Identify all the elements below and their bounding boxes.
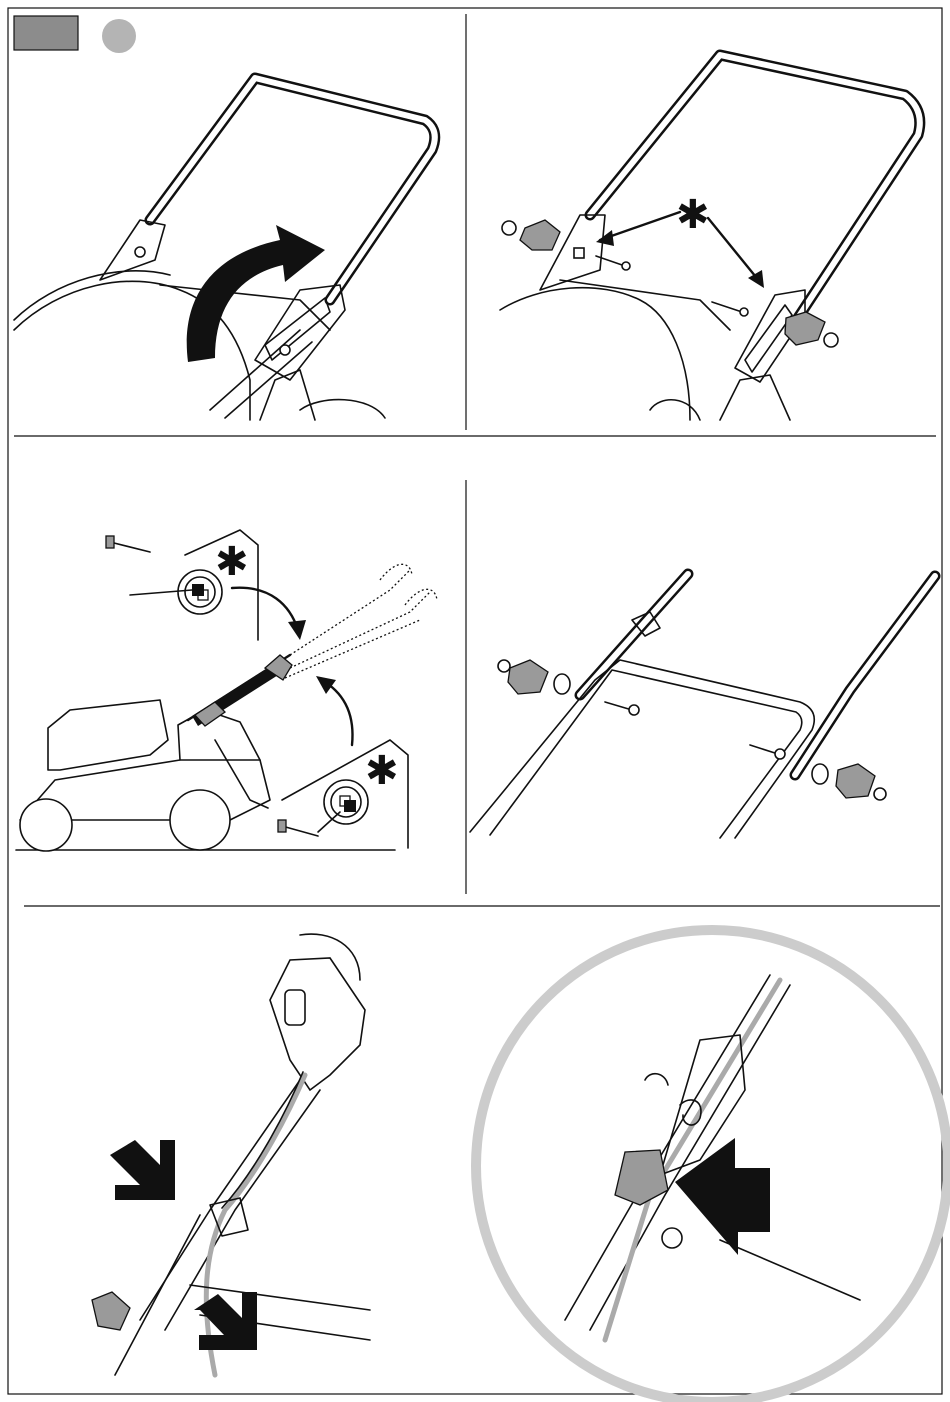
arrow-up-curve: [325, 682, 353, 745]
panel-height-adjust: ✱ ✱: [16, 530, 437, 851]
nut-right-4: [874, 788, 886, 800]
rear-wheel-2: [650, 400, 700, 420]
bolt-left-4-shaft: [605, 702, 632, 710]
mower-hood-outline-2: [500, 288, 690, 420]
front-wheel: [20, 799, 72, 851]
detail-tube-edge-b: [590, 985, 790, 1330]
knob-left-4: [508, 660, 548, 694]
control-housing: [270, 958, 365, 1090]
handle-support-leg: [215, 740, 268, 808]
detail-frame-line: [720, 1240, 860, 1300]
handle-frame-inner: [590, 55, 920, 330]
lower-handle-tube: [210, 330, 300, 410]
control-switch: [285, 990, 305, 1025]
handle-grip-ghost-2: [405, 589, 437, 605]
panel-cable-routing: [92, 934, 370, 1375]
asterisk-marker-upper: ✱: [215, 539, 249, 585]
arrow-down-head: [288, 620, 306, 640]
upper-tube-edge-c: [115, 1215, 200, 1375]
rear-wheel-3: [170, 790, 230, 850]
square-hole-lower: [344, 800, 356, 812]
mower-frame-inner: [490, 670, 802, 838]
detail-knob-edge: [645, 1074, 668, 1085]
bolt-right-4-head: [775, 749, 785, 759]
arrow-cable-clip: [110, 1140, 175, 1200]
bolt-right-head: [740, 308, 748, 316]
panel-fold-up-handle: [14, 78, 435, 420]
arrow-up-head: [316, 676, 336, 694]
nut-left-4: [498, 660, 510, 672]
nut-right: [824, 333, 838, 347]
bolt-right-shaft: [712, 302, 742, 312]
knob-right: [785, 312, 825, 345]
fold-up-arrow: [187, 225, 325, 362]
nut-left: [502, 221, 516, 235]
callout-arrowhead-right: [748, 270, 764, 288]
panel-lower-handle-bolts: [470, 574, 935, 838]
handle-position-high: [290, 570, 410, 655]
handle-position-low: [285, 620, 420, 678]
step-badge: [14, 16, 78, 50]
panel-cable-clip-detail: [476, 930, 948, 1402]
handle-position-mid: [290, 592, 430, 668]
callout-arrow-right: [708, 218, 760, 282]
bolt-lower-shaft: [282, 826, 318, 836]
asterisk-marker-top: ✱: [676, 192, 710, 238]
right-mount-support: [720, 375, 790, 420]
arrow-down-curve: [232, 588, 298, 630]
step-dot: [102, 19, 136, 53]
left-bracket-knob: [135, 247, 145, 257]
detail-lower-bolt: [662, 1228, 682, 1248]
lower-tube-left-inner: [580, 574, 688, 695]
callout-arrowhead-left: [596, 230, 614, 246]
bolt-left-head: [622, 262, 630, 270]
panel-upper-handle-mount: ✱: [500, 55, 920, 420]
bolt-upper-head: [106, 536, 114, 548]
mower-hood-top: [14, 271, 170, 320]
knob-right-4: [836, 764, 875, 798]
washer-left-4: [554, 674, 570, 694]
bracket-support: [260, 370, 315, 420]
arrow-frame-clip: [194, 1292, 257, 1350]
detail-clip: [615, 1150, 668, 1205]
asterisk-marker-lower: ✱: [365, 748, 399, 794]
grass-box: [48, 700, 168, 770]
bolt-left-4-head: [629, 705, 639, 715]
handle-frame: [590, 55, 920, 330]
left-mount-hole: [574, 248, 584, 258]
handle-knob-5: [92, 1292, 130, 1330]
washer-right-4: [812, 764, 828, 784]
bolt-lower-head: [278, 820, 286, 832]
bolt-upper-shaft: [110, 542, 150, 552]
knob-left: [520, 220, 560, 250]
bolt-right-4-shaft: [750, 745, 778, 754]
